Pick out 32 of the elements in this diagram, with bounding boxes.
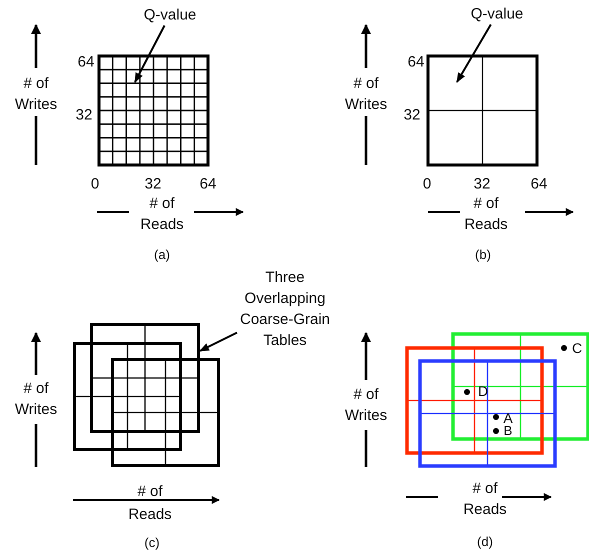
axis-title: # of Reads (139, 194, 185, 235)
tick-label: 0 (422, 174, 432, 194)
tick-label: 64 (78, 52, 94, 72)
leader-arrow (199, 332, 238, 352)
tick-label: 64 (530, 174, 548, 194)
axis-title: # of Reads (127, 482, 173, 525)
coarse-table (73, 342, 182, 451)
axis-title: # of Reads (462, 479, 508, 520)
tick-label: 32 (474, 174, 490, 194)
panel-caption: (b) (475, 246, 491, 264)
leader-arrow (456, 24, 492, 83)
tick-label: 32 (76, 106, 92, 126)
point-label: C (572, 339, 582, 358)
callout-text: Q-value (144, 4, 196, 26)
axis-title: # of Reads (463, 194, 509, 235)
axis-title: # of Writes (14, 379, 58, 420)
tick-label: 0 (90, 174, 100, 194)
tick-label: 64 (408, 52, 424, 72)
axis-title: # of Writes (344, 385, 388, 426)
panel-caption: (c) (144, 534, 160, 552)
axis-title: # of Writes (344, 74, 388, 115)
panel-caption: (d) (477, 532, 493, 551)
coarse-table (90, 323, 200, 433)
tick-label: 32 (144, 174, 162, 194)
coarse-table (111, 358, 220, 467)
callout-text: Q-value (470, 4, 524, 24)
axis-title: # of Writes (14, 74, 58, 115)
leader-arrow (134, 25, 166, 83)
panel-caption: (a) (154, 246, 170, 264)
callout-text: Three Overlapping Coarse-Grain Tables (237, 267, 333, 351)
tick-label: 64 (200, 174, 216, 194)
tick-label: 32 (404, 106, 420, 126)
